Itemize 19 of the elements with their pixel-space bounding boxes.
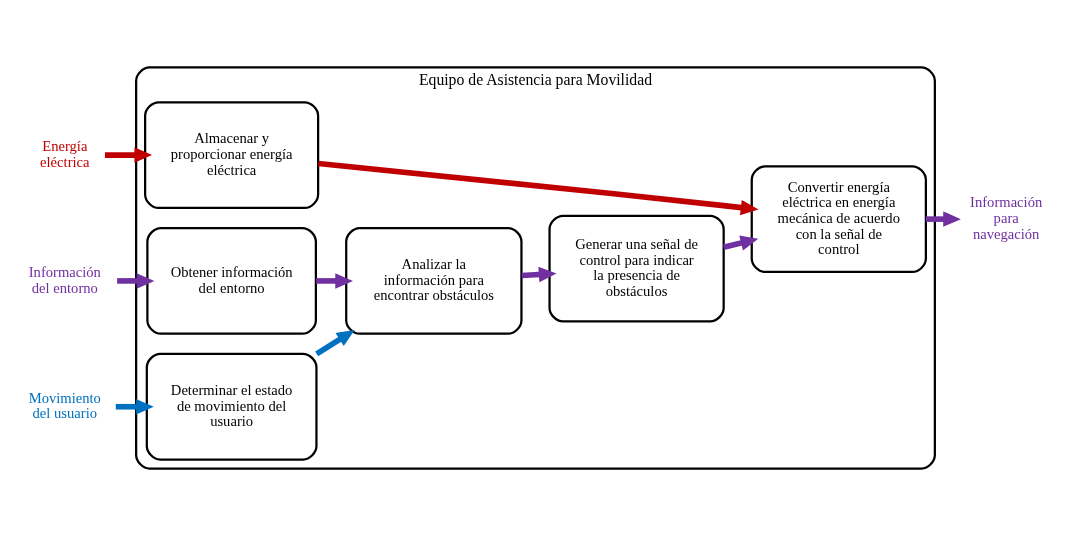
arrow	[104, 146, 153, 163]
arrow	[115, 398, 154, 414]
arrow	[925, 210, 961, 227]
node-text: Energía eléctrica	[40, 137, 90, 170]
node-text: Información para navegación	[970, 193, 1043, 242]
arrow	[521, 266, 557, 282]
arrow	[723, 235, 759, 250]
arrow	[315, 329, 355, 356]
node-box: Determinar el estado de movimiento del usuario	[145, 352, 318, 461]
arrow	[117, 272, 155, 289]
node-text: Información del entorno	[28, 263, 101, 296]
node-box: Almacenar y proporcionar energía eléctrica	[144, 100, 320, 209]
node-text: Movimiento del usuario	[28, 389, 101, 421]
arrow	[318, 160, 759, 215]
arrow	[316, 272, 353, 289]
node-box: Analizar la información para encontrar obstáculos	[345, 226, 523, 335]
node-box: Obtener información del entorno	[146, 226, 317, 335]
node-box: Generar una señal de control para indicar la presencia de obstáculos	[548, 214, 725, 322]
node-box: Convertir energía eléctrica en energía mecánica de acuerdo con la señal de control	[750, 164, 927, 273]
